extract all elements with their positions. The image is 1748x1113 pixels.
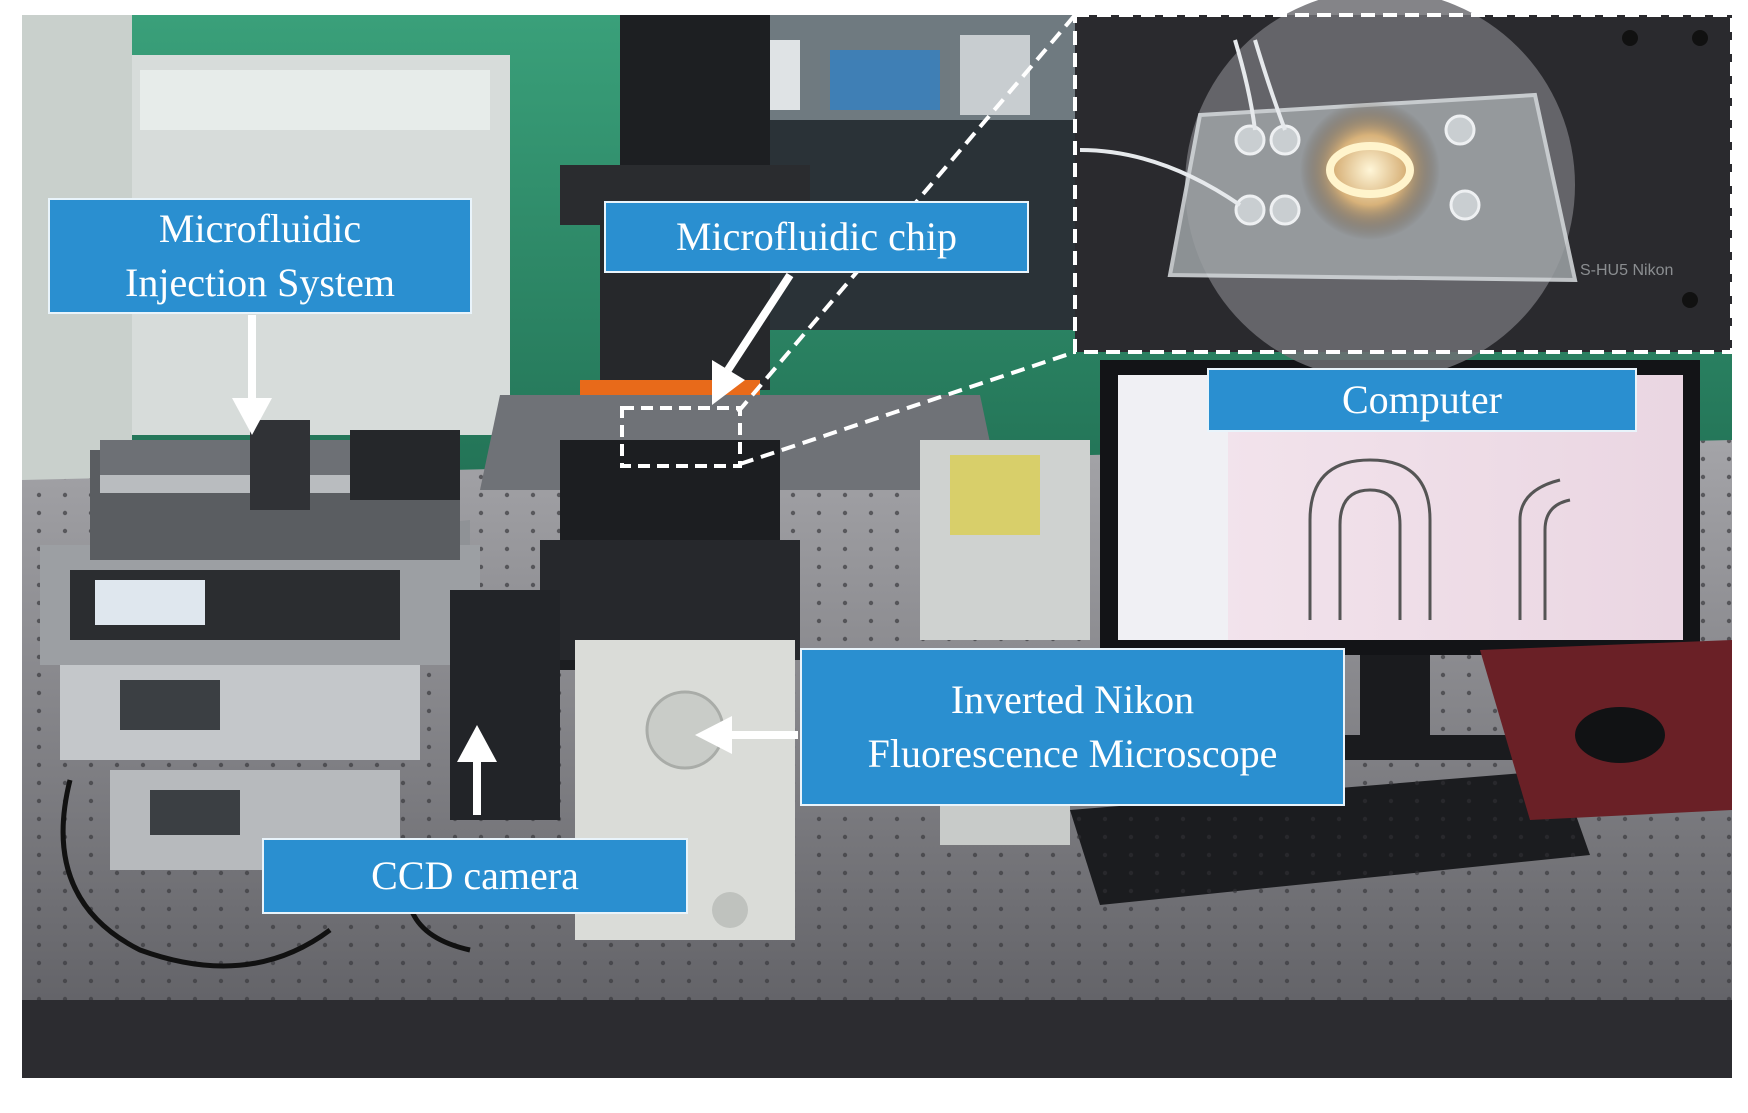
label-injection-system-line2: Injection System xyxy=(125,260,395,305)
arrow-chip xyxy=(724,272,794,373)
label-chip: Microfluidic chip xyxy=(604,201,1029,273)
label-ccd-camera: CCD camera xyxy=(262,838,688,914)
label-injection-system-line1: Microfluidic xyxy=(158,206,362,251)
zoom-line-bottom xyxy=(739,350,1076,466)
computer-mouse xyxy=(1575,707,1665,763)
label-injection-system: Microfluidic Injection System xyxy=(48,198,472,314)
label-microscope-line1: Inverted Nikon xyxy=(950,677,1195,722)
syringe-pump xyxy=(40,420,480,870)
annotation-arrows xyxy=(232,272,798,815)
chip-highlight-box xyxy=(620,406,742,468)
chip-inset-photo: S-HU5 Nikon xyxy=(1073,0,1734,380)
label-computer: Computer xyxy=(1207,368,1637,432)
inset-brand-text: S-HU5 Nikon xyxy=(1580,262,1673,279)
label-microscope-line2: Fluorescence Microscope xyxy=(867,731,1278,776)
inset-frame xyxy=(1073,13,1734,354)
label-microscope: Inverted Nikon Fluorescence Microscope xyxy=(800,648,1345,806)
microscope xyxy=(450,15,1000,940)
